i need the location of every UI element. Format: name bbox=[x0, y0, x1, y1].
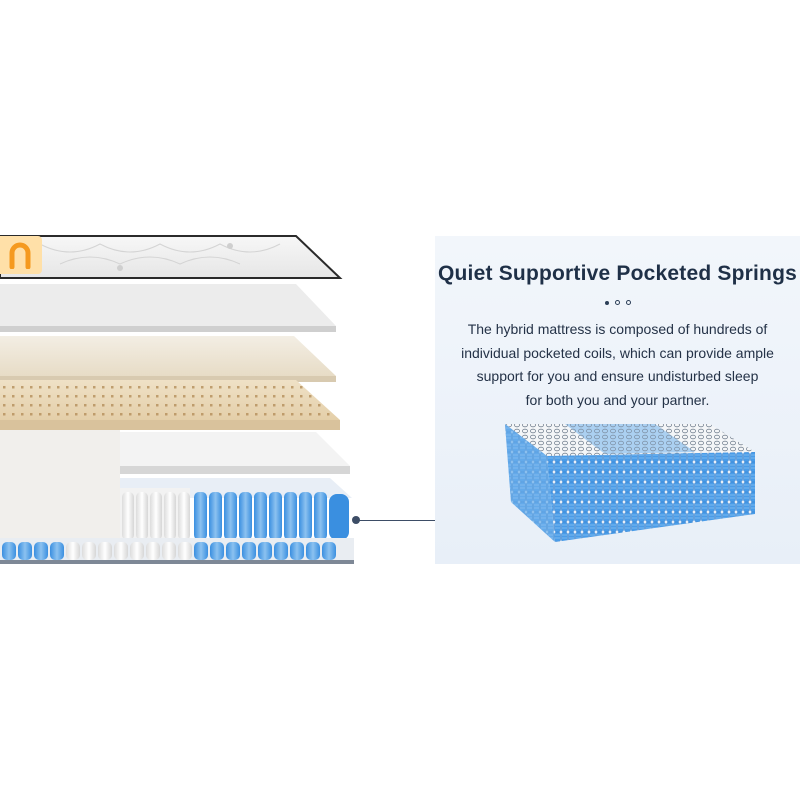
connector-line bbox=[356, 520, 436, 521]
feature-description: The hybrid mattress is composed of hundr… bbox=[443, 318, 792, 412]
arch-logo-icon bbox=[9, 242, 31, 269]
dot-inactive bbox=[625, 300, 631, 305]
description-line: individual pocketed coils, which can pro… bbox=[461, 344, 774, 361]
transition-foam-layer bbox=[120, 432, 350, 474]
gel-foam-layer bbox=[0, 284, 336, 332]
dot-active bbox=[604, 300, 609, 305]
quilted-top-layer bbox=[0, 235, 343, 279]
support-foam-block bbox=[0, 430, 120, 538]
latex-layer bbox=[0, 380, 340, 430]
feature-info-panel: Quiet Supportive Pocketed Springs The hy… bbox=[435, 236, 800, 564]
dot-inactive bbox=[614, 300, 620, 305]
brand-badge bbox=[0, 236, 42, 274]
coil-closeup-illustration bbox=[505, 424, 755, 542]
mattress-layers-illustration bbox=[0, 235, 354, 564]
description-line: for both you and your partner. bbox=[525, 391, 710, 408]
feature-title: Quiet Supportive Pocketed Springs bbox=[438, 262, 797, 285]
comfort-foam-layer bbox=[0, 336, 336, 382]
pocketed-coils-layer bbox=[0, 478, 354, 564]
description-line: The hybrid mattress is composed of hundr… bbox=[467, 321, 768, 337]
carousel-dots-icon bbox=[435, 300, 800, 305]
description-line: support for you and ensure undisturbed s… bbox=[476, 368, 759, 384]
